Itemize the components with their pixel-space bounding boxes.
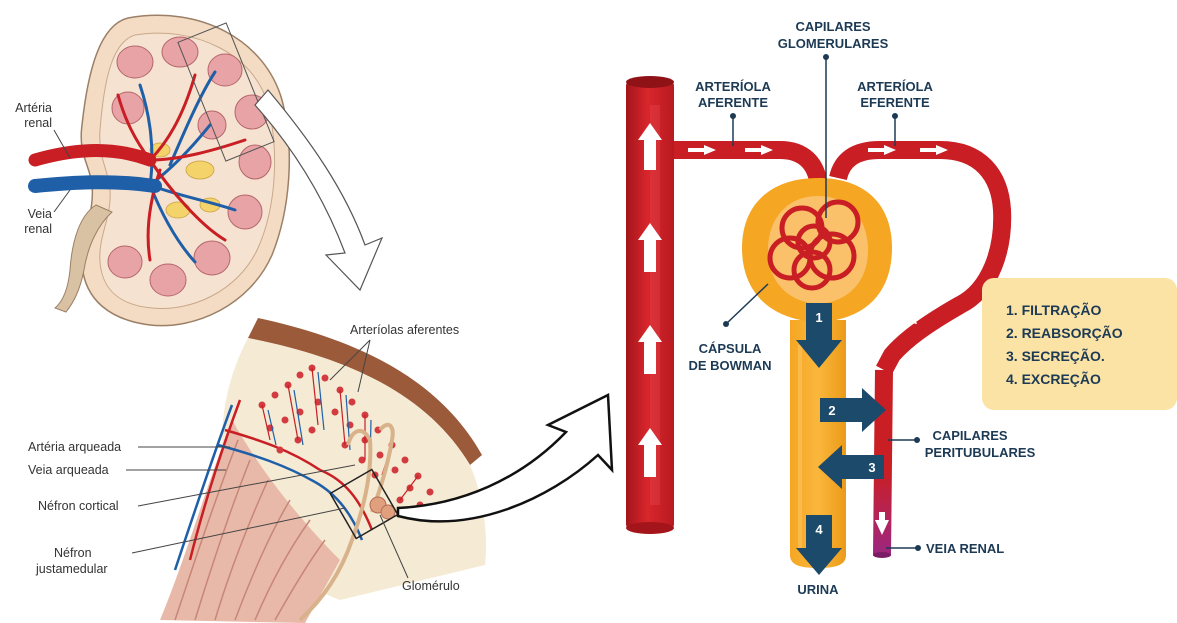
svg-text:4: 4 — [815, 522, 823, 537]
bowman-capsule — [742, 178, 892, 322]
svg-text:Néfron cortical: Néfron cortical — [38, 499, 119, 513]
legend-item-reabsorption: 2. REABSORÇÃO — [1006, 324, 1123, 341]
label-renal-vein-right: VEIA RENAL — [886, 541, 1004, 556]
label-urine: URINA — [797, 582, 839, 597]
legend-item-secretion: 3. SECREÇÃO. — [1006, 347, 1105, 364]
svg-text:GLOMERULARES: GLOMERULARES — [778, 36, 889, 51]
svg-text:2: 2 — [828, 403, 835, 418]
renal-artery-vessel — [626, 76, 674, 534]
svg-text:Glomérulo: Glomérulo — [402, 579, 460, 593]
svg-text:Artéria: Artéria — [15, 101, 52, 115]
legend-item-filtration: 1. FILTRAÇÃO — [1006, 301, 1102, 318]
svg-text:Veia arqueada: Veia arqueada — [28, 463, 109, 477]
label-peritubular-capillaries: CAPILARES PERITUBULARES — [888, 428, 1036, 460]
svg-text:ARTERÍOLA: ARTERÍOLA — [695, 79, 771, 94]
svg-text:URINA: URINA — [797, 582, 839, 597]
kidney-illustration — [35, 15, 382, 325]
label-arcuate-vein: Veia arqueada — [28, 463, 226, 477]
svg-text:VEIA RENAL: VEIA RENAL — [926, 541, 1004, 556]
svg-text:Arteríolas aferentes: Arteríolas aferentes — [350, 323, 459, 337]
svg-text:3: 3 — [868, 460, 875, 475]
svg-text:AFERENTE: AFERENTE — [698, 95, 768, 110]
svg-text:DE BOWMAN: DE BOWMAN — [688, 358, 771, 373]
svg-text:PERITUBULARES: PERITUBULARES — [925, 445, 1036, 460]
label-afferent-arteriole: ARTERÍOLA AFERENTE — [695, 79, 771, 146]
svg-text:CÁPSULA: CÁPSULA — [699, 341, 762, 356]
label-efferent-arteriole: ARTERÍOLA EFERENTE — [857, 79, 933, 146]
legend-box: 1. FILTRAÇÃO 2. REABSORÇÃO 3. SECREÇÃO. … — [982, 278, 1177, 410]
svg-text:CAPILARES: CAPILARES — [932, 428, 1007, 443]
svg-text:renal: renal — [24, 222, 52, 236]
svg-text:renal: renal — [24, 116, 52, 130]
svg-text:CAPILARES: CAPILARES — [795, 19, 870, 34]
svg-text:justamedular: justamedular — [35, 562, 108, 576]
svg-text:EFERENTE: EFERENTE — [860, 95, 930, 110]
svg-text:ARTERÍOLA: ARTERÍOLA — [857, 79, 933, 94]
label-renal-vein: Veia renal — [24, 190, 70, 236]
svg-text:1: 1 — [815, 310, 822, 325]
label-arcuate-artery: Artéria arqueada — [28, 440, 230, 454]
svg-text:Veia: Veia — [28, 207, 52, 221]
nephron-diagram: 1 2 3 4 — [626, 76, 1002, 575]
legend-item-excretion: 4. EXCREÇÃO — [1006, 370, 1101, 387]
svg-text:Artéria arqueada: Artéria arqueada — [28, 440, 121, 454]
svg-text:Néfron: Néfron — [54, 546, 92, 560]
